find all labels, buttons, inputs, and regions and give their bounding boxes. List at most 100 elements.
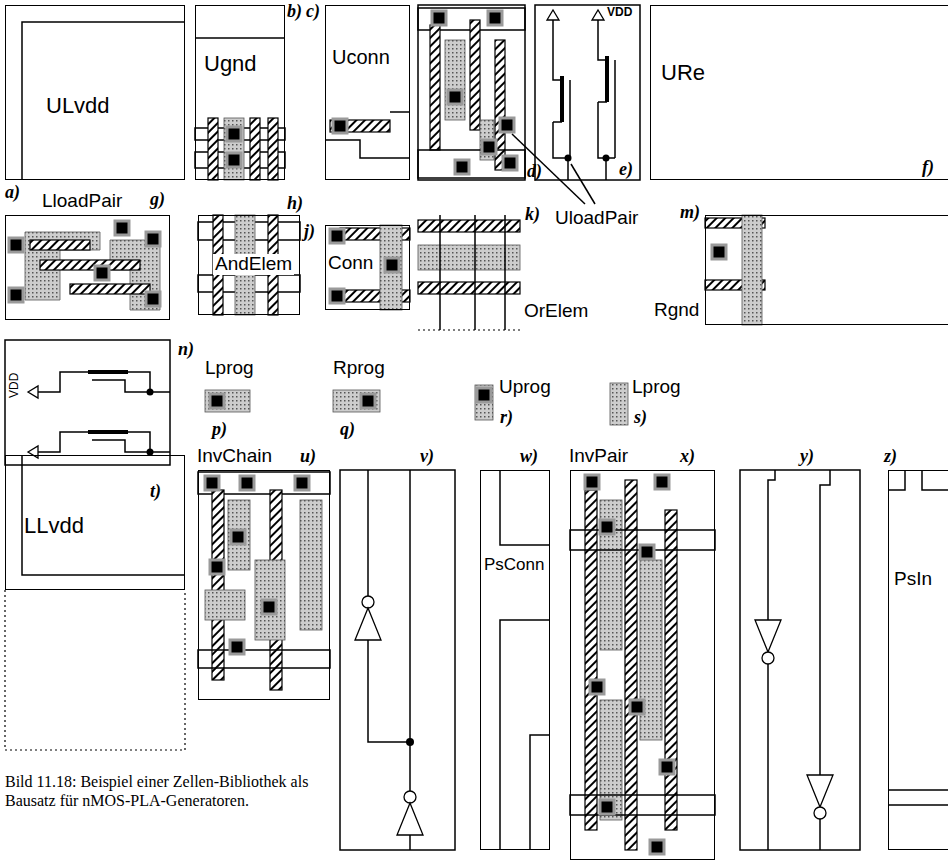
input-cell: [922, 470, 948, 490]
cell-name: OrElem: [524, 301, 588, 322]
load-pair-schematic: [5, 340, 170, 465]
inverter-pair-schematic: [768, 470, 775, 620]
inverter-pair-layout: [650, 840, 664, 854]
ground-cell: [742, 215, 762, 325]
load-pair-schematic: [5, 340, 170, 465]
figure-letter: p): [212, 420, 227, 440]
inverter-chain-layout: [198, 472, 330, 494]
inverter-pair-layout: [585, 490, 597, 830]
cell-name: Lprog: [632, 377, 681, 398]
connector-cell: [333, 119, 347, 133]
figure-letter: r): [500, 408, 513, 428]
programming-cell: [205, 390, 250, 412]
cell-box: Ugnd: [195, 5, 285, 180]
load-pair-layout: [70, 284, 150, 294]
load-pair-schematic: [28, 446, 38, 458]
load-pair-schematic: [88, 430, 128, 434]
figure-letter: t): [150, 482, 161, 502]
load-pair-schematic: [553, 20, 562, 80]
programming-cell: [333, 390, 380, 412]
cell-box: InvPair: [570, 470, 715, 860]
inverter-chain-layout: [300, 500, 322, 630]
connector-cell: [500, 470, 550, 545]
inverter-pair-layout: [585, 475, 599, 489]
cell-name: InvChain: [197, 446, 272, 467]
conn-cell: [385, 258, 399, 272]
load-pair-schematic: [598, 20, 607, 60]
cell-box: AndElem: [198, 215, 300, 315]
inverter-pair-layout: [660, 760, 674, 774]
cell-box: Rgnd: [705, 215, 948, 325]
figure-letter: v): [420, 447, 434, 467]
inverter-chain-layout: [255, 560, 285, 640]
ground-cell: [250, 118, 260, 180]
inverter-chain-schematic: [340, 470, 455, 850]
figure-letter: g): [150, 190, 165, 210]
figure-letter: s): [634, 408, 647, 428]
load-pair-schematic: [92, 372, 170, 392]
inverter-chain-layout: [240, 476, 254, 490]
cell-name: LLvdd: [24, 514, 84, 538]
inverter-chain-schematic: [362, 596, 374, 608]
load-pair-schematic: [560, 76, 564, 122]
figure-letter: h): [287, 194, 303, 214]
connector-cell: [325, 140, 410, 158]
cell-box: LLvdd: [5, 455, 185, 590]
cell-box: Lprog: [205, 390, 250, 412]
load-pair-layout: [503, 156, 517, 170]
input-cell: [888, 470, 948, 805]
programming-cell: [477, 388, 491, 402]
inverter-pair-layout: [655, 475, 669, 489]
cell-box: OrElem: [418, 215, 520, 330]
signal-name: VDD: [607, 6, 632, 19]
cell-box: Uconn: [325, 5, 410, 180]
load-pair-layout: [9, 221, 160, 310]
inverter-pair-layout: [630, 700, 644, 714]
ground-cell: [227, 153, 241, 167]
cell-box: PsConn: [480, 470, 550, 850]
inverter-pair-layout: [570, 795, 715, 815]
inverter-pair-schematic: [820, 470, 830, 775]
figure-letter: y): [800, 447, 814, 467]
connector-cell: [390, 111, 410, 113]
load-pair-schematic: [535, 5, 640, 180]
ground-cell: [208, 118, 218, 180]
inverter-pair-schematic: [767, 664, 769, 850]
cell-name: Rgnd: [654, 300, 699, 321]
inverter-chain-schematic: [340, 470, 455, 850]
inverter-chain-layout: [198, 650, 330, 668]
load-pair-schematic: [147, 389, 154, 396]
inverter-chain-layout: [230, 640, 244, 654]
conn-cell: [380, 225, 402, 310]
load-pair-schematic: [92, 432, 170, 452]
conn-cell: [330, 229, 344, 243]
conn-cell: [330, 289, 344, 303]
inverter-pair-layout: [600, 700, 622, 820]
connector-cell: [500, 470, 550, 850]
callout-label: UloadPair: [555, 208, 638, 229]
cell-box: ULvdd: [5, 5, 185, 180]
ground-cell: [712, 245, 726, 259]
and-element: [198, 215, 300, 315]
figure-letter: c): [306, 2, 320, 22]
inverter-chain-layout: [231, 530, 245, 544]
cell-name: InvPair: [569, 446, 628, 467]
inverter-pair-schematic: [762, 652, 774, 664]
inverter-chain-layout: [212, 490, 224, 680]
cell-name: LloadPair: [42, 191, 122, 212]
load-pair-schematic: [547, 10, 559, 20]
inverter-pair-layout: [600, 800, 614, 814]
load-pair-layout: [418, 5, 525, 180]
inverter-pair-schematic: [740, 470, 860, 850]
ground-cell: [227, 127, 241, 141]
inverter-pair-layout: [600, 500, 622, 650]
figure-letter: m): [680, 203, 700, 223]
or-element: [418, 215, 520, 330]
figure-letter: z): [884, 447, 897, 467]
load-pair-layout: [418, 150, 525, 178]
cell-name: Uconn: [332, 46, 390, 68]
load-pair-schematic: [605, 56, 609, 102]
load-pair-layout: [146, 232, 160, 246]
load-pair-layout: [146, 292, 160, 306]
